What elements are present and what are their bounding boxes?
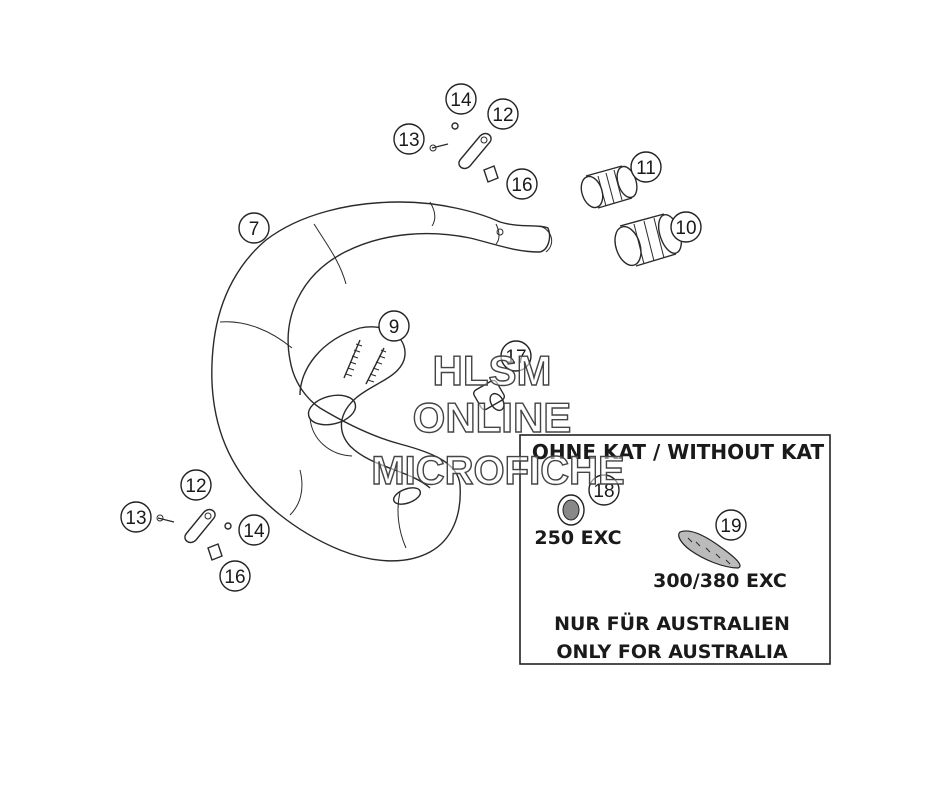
bracket-top-drawing — [429, 122, 499, 183]
callout-14-top: 14 — [445, 83, 477, 115]
label-300-380-exc: 300/380 EXC — [653, 570, 787, 592]
sleeve-11-drawing — [580, 165, 638, 209]
note-german: NUR FÜR AUSTRALIEN — [554, 611, 790, 635]
callout-14-bottom: 14 — [238, 514, 270, 546]
svg-text:14: 14 — [243, 521, 265, 542]
callout-13-top: 13 — [393, 123, 425, 155]
svg-text:11: 11 — [636, 158, 656, 179]
cat-disc-18-drawing — [557, 494, 585, 526]
watermark-line-2: ONLINE — [413, 394, 572, 441]
callout-12-top: 12 — [487, 98, 519, 130]
callout-13-bottom: 13 — [120, 501, 152, 533]
label-250-exc: 250 EXC — [534, 527, 621, 549]
svg-text:16: 16 — [224, 567, 245, 588]
kat-box: OHNE KAT / WITHOUT KAT 250 EXC 300/380 E… — [519, 434, 831, 665]
callout-19: 19 — [715, 509, 747, 541]
kat-box-title: OHNE KAT / WITHOUT KAT — [532, 440, 825, 464]
svg-text:17: 17 — [505, 347, 526, 368]
callout-17: 17 — [500, 340, 532, 372]
springs-drawing — [343, 339, 387, 385]
callout-16-top: 16 — [506, 168, 538, 200]
svg-text:13: 13 — [125, 508, 146, 529]
callout-7: 7 — [238, 212, 270, 244]
watermark: HLSM ONLINE MICROFICHE — [371, 346, 626, 493]
svg-text:13: 13 — [398, 130, 419, 151]
svg-text:12: 12 — [492, 105, 513, 126]
sleeve-10-drawing — [614, 213, 683, 267]
callout-10: 10 — [670, 211, 702, 243]
svg-text:18: 18 — [593, 481, 614, 502]
watermark-line-1: HLSM — [433, 347, 552, 394]
callout-18: 18 — [588, 474, 620, 506]
callout-16-bottom: 16 — [219, 560, 251, 592]
fitting-17-drawing — [473, 379, 505, 412]
svg-text:10: 10 — [675, 218, 696, 239]
callout-11: 11 — [630, 151, 662, 183]
svg-text:12: 12 — [185, 476, 206, 497]
svg-text:7: 7 — [249, 219, 260, 240]
svg-text:9: 9 — [389, 317, 400, 338]
watermark-line-3: MICROFICHE — [371, 449, 624, 493]
mesh-19-drawing — [678, 530, 741, 569]
note-english: ONLY FOR AUSTRALIA — [556, 641, 788, 663]
exhaust-pipe-drawing — [211, 201, 553, 562]
callout-12-bottom: 12 — [180, 469, 212, 501]
bracket-bottom-drawing — [156, 508, 232, 561]
svg-text:16: 16 — [511, 175, 532, 196]
svg-text:14: 14 — [450, 90, 472, 111]
svg-text:19: 19 — [720, 516, 741, 537]
callout-9: 9 — [378, 310, 410, 342]
